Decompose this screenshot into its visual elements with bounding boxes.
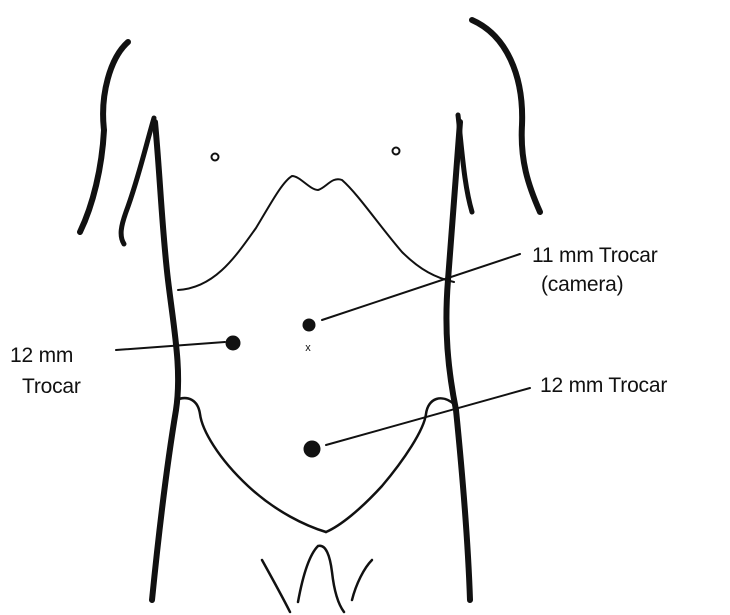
camera-trocar-label: 11 mm Trocar bbox=[532, 244, 658, 268]
groin-outline bbox=[262, 546, 372, 612]
left-trocar-leader bbox=[116, 342, 225, 350]
right-nipple bbox=[393, 148, 400, 155]
right-pelvic-outline bbox=[326, 398, 455, 532]
left-arm-inner-outline bbox=[121, 118, 154, 244]
left-shoulder-outline bbox=[80, 42, 128, 232]
lower-trocar-leader bbox=[326, 388, 530, 445]
camera-trocar-leader bbox=[322, 254, 520, 320]
rib-cage-outline bbox=[178, 176, 454, 290]
left-nipple bbox=[212, 154, 219, 161]
umbilicus-mark: x bbox=[305, 342, 311, 354]
left-torso-outline bbox=[152, 122, 178, 600]
left-pelvic-outline bbox=[176, 398, 326, 532]
left-trocar-sublabel: Trocar bbox=[22, 375, 81, 399]
right-shoulder-outline bbox=[472, 20, 540, 212]
left-trocar-dot bbox=[226, 336, 241, 351]
lower-trocar-dot bbox=[304, 441, 321, 458]
left-trocar-label: 12 mm bbox=[10, 344, 73, 368]
camera-trocar-sublabel: (camera) bbox=[541, 273, 623, 297]
lower-trocar-label: 12 mm Trocar bbox=[540, 374, 667, 398]
camera-trocar-dot bbox=[303, 319, 316, 332]
